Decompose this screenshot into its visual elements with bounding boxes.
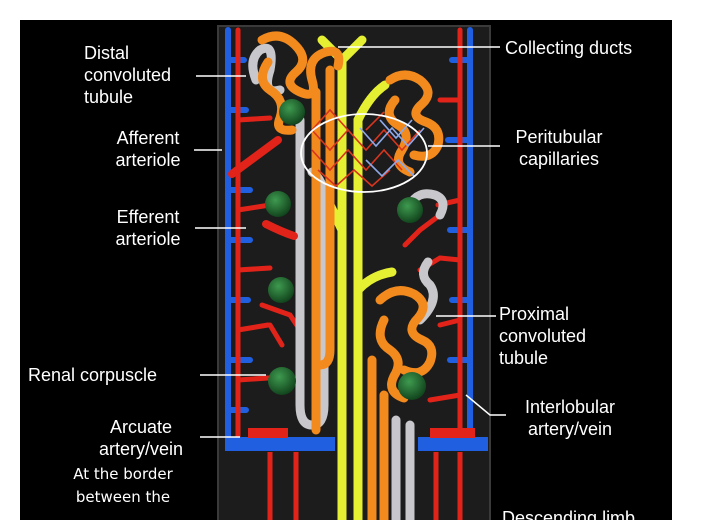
label-efferent-arteriole: Efferent arteriole — [102, 206, 194, 250]
caption-line-2: between the — [52, 486, 194, 509]
right-arcuate-artery — [430, 428, 475, 438]
label-renal-corpuscle: Renal corpuscle — [28, 364, 157, 386]
caption-text: At the border between the — [52, 463, 194, 509]
left-arcuate-artery — [248, 428, 288, 438]
left-arcuate-vein — [225, 437, 335, 451]
right-arcuate-vein — [418, 437, 488, 451]
label-afferent-arteriole: Afferent arteriole — [102, 127, 194, 171]
label-collecting-ducts: Collecting ducts — [505, 37, 632, 59]
label-distal-convoluted-tubule: Distal convoluted tubule — [84, 42, 171, 108]
label-arcuate-artery-vein: Arcuate artery/vein — [84, 416, 198, 460]
label-descending-limb: Descending limb — [502, 507, 635, 529]
label-proximal-convoluted-tubule: Proximal convoluted tubule — [499, 303, 586, 369]
caption-line-1: At the border — [52, 463, 194, 486]
label-interlobular-artery-vein: Interlobular artery/vein — [507, 396, 633, 440]
label-peritubular-capillaries: Peritubular capillaries — [503, 126, 615, 170]
